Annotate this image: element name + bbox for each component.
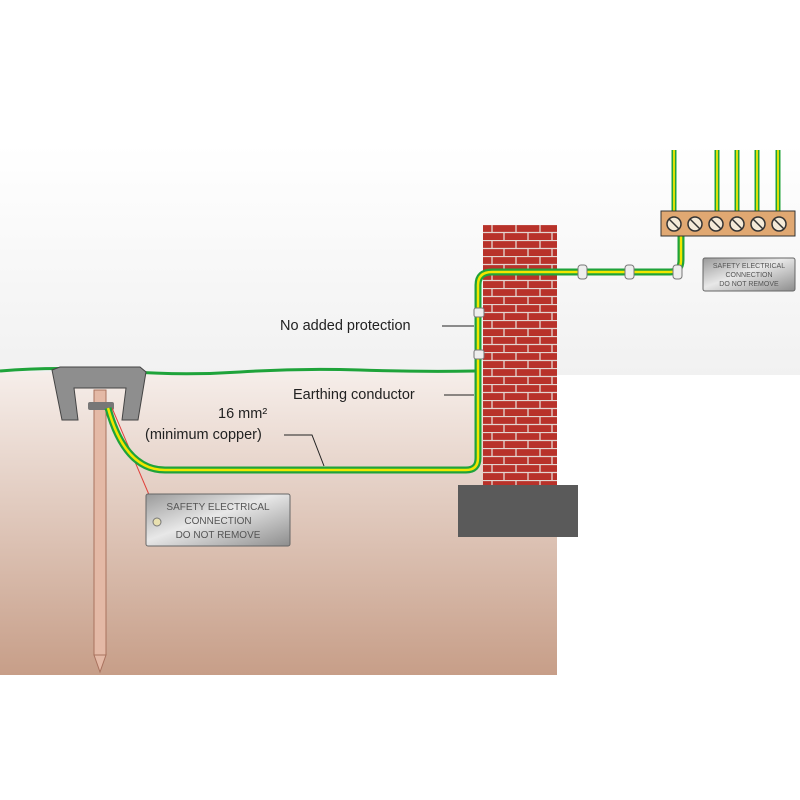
plate-rivet [152,517,162,527]
rod-clamp [88,402,114,410]
inspection-pit-cover [51,366,147,421]
conductor-clip [624,264,635,280]
brick-wall [483,225,557,487]
sky-background [0,145,800,375]
conductor-clip [473,349,485,360]
terminal-warning-plate [702,257,796,292]
conductor-clip [672,264,683,280]
label-earthing-conductor: Earthing conductor [293,387,415,403]
ground-warning-plate [145,493,291,547]
conductor-clip [473,307,485,318]
earth-rod [93,389,107,656]
earth-rod-tip [93,654,107,674]
ground-plate-line-2: CONNECTION [184,516,251,527]
label-conductor-size: 16 mm² [218,406,267,422]
ground-plate-line-3: DO NOT REMOVE [176,530,261,541]
conductor-clip [577,264,588,280]
label-no-added-protection: No added protection [280,318,411,334]
terminal-plate-line-1: SAFETY ELECTRICAL [713,263,785,270]
terminal-plate-line-3: DO NOT REMOVE [719,281,779,288]
main-earth-wires [671,150,781,212]
terminal-plate-line-2: CONNECTION [725,272,772,279]
leader-line [284,434,325,467]
ground-plate-line-1: SAFETY ELECTRICAL [166,502,270,513]
label-conductor-material: (minimum copper) [145,427,262,443]
wall-foundation [458,485,578,537]
terminal-screws [666,216,787,232]
